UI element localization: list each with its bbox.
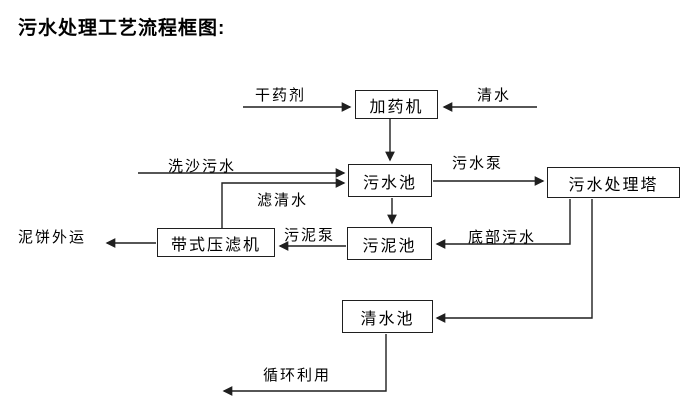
label-mud-cake-out: 泥饼外运 xyxy=(18,229,87,246)
edge-bottom-sewage-tower-to-sludge-pool xyxy=(435,199,571,249)
node-clean-water-pool: 清水池 xyxy=(342,300,433,333)
label-bottom-sewage: 底部污水 xyxy=(468,229,537,246)
node-sewage-pool: 污水池 xyxy=(348,164,432,197)
edge-filtered-water-press-to-sewage-pool xyxy=(221,178,346,228)
label-sand-washing-sewage: 洗沙污水 xyxy=(168,158,237,175)
edge-recycle-use xyxy=(222,334,387,396)
label-sewage-pump: 污水泵 xyxy=(452,155,504,172)
label-sludge-pump: 污泥泵 xyxy=(284,227,336,244)
node-belt-filter-press: 带式压滤机 xyxy=(157,228,275,257)
node-dosing-machine: 加药机 xyxy=(355,90,438,119)
label-recycle-use: 循环利用 xyxy=(263,367,332,384)
node-sludge-pool: 污泥池 xyxy=(347,227,432,260)
label-filtered-water: 滤清水 xyxy=(257,192,309,209)
edge-tower-to-clean-water-pool xyxy=(435,199,593,323)
page-title: 污水处理工艺流程框图: xyxy=(18,18,226,39)
node-treatment-tower: 污水处理塔 xyxy=(547,167,680,198)
label-clean-water: 清水 xyxy=(477,87,512,104)
label-dry-agent: 干药剂 xyxy=(255,87,307,104)
